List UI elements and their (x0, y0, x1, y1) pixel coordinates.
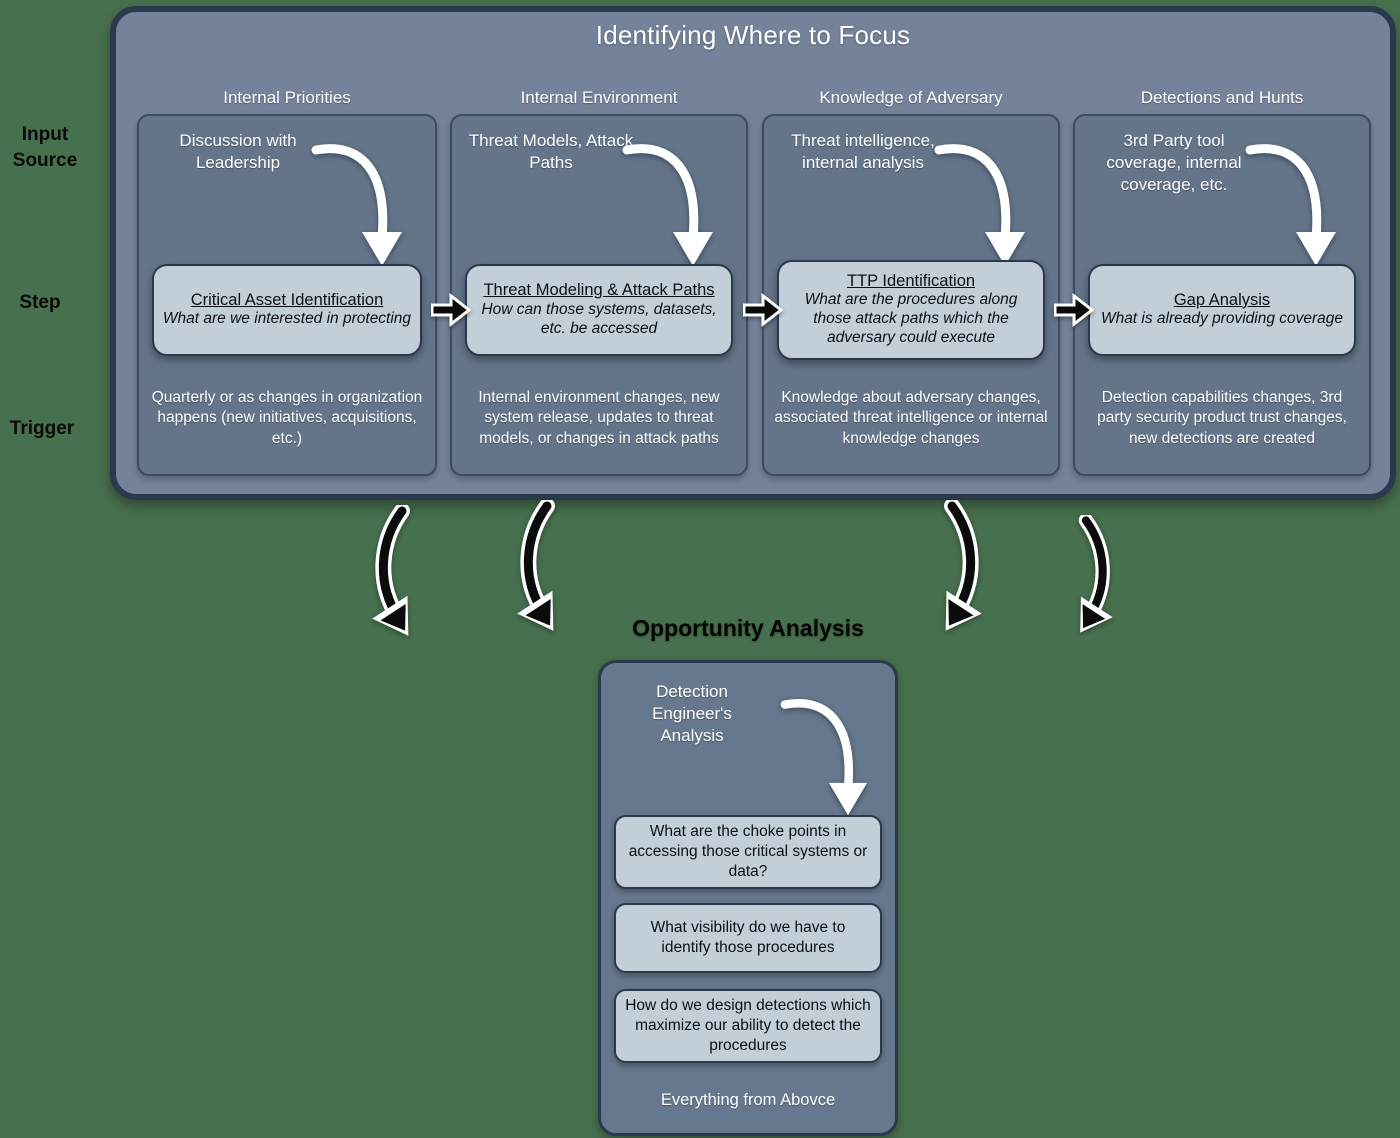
step-box: TTP Identification What are the procedur… (777, 260, 1045, 360)
input-source-text: Discussion with Leadership (179, 131, 297, 173)
column-header-detections-hunts: Detections and Hunts (1140, 88, 1304, 107)
analysis-source-text: Detection Engineer's Analysis (652, 682, 732, 746)
step-subtitle: What is already providing coverage (1100, 310, 1344, 328)
input-source-text: Threat intelligence, internal analysis (791, 131, 935, 173)
step-subtitle: How can those systems, datasets, etc. be… (481, 300, 717, 337)
step-box: Critical Asset Identification What are w… (152, 264, 422, 356)
question-box-design-detections: How do we design detections which maximi… (614, 989, 882, 1063)
curved-arrow-black-icon (517, 500, 555, 631)
input-source-text: Threat Models, Attack Paths (468, 131, 634, 173)
curved-arrow-black-icon (1078, 515, 1113, 633)
trigger-text: Knowledge about adversary changes, assoc… (774, 389, 1048, 447)
step-title: Threat Modeling & Attack Paths (483, 281, 715, 300)
column-card-detections-hunts: 3rd Party tool coverage, internal covera… (1073, 114, 1371, 476)
row-label-trigger: Trigger (9, 418, 75, 439)
curved-arrow-icon (311, 144, 402, 266)
panel-title: Identifying Where to Focus (595, 20, 911, 50)
straight-arrow-icon (743, 292, 783, 328)
column-card-internal-environment: Threat Models, Attack Paths Threat Model… (450, 114, 748, 476)
column-header-internal-priorities: Internal Priorities (223, 88, 351, 107)
column-header-knowledge-adversary: Knowledge of Adversary (819, 88, 1003, 107)
step-title: Critical Asset Identification (190, 290, 384, 309)
question-box-choke-points: What are the choke points in accessing t… (614, 815, 882, 889)
trigger-text: Quarterly or as changes in organization … (151, 389, 423, 447)
straight-arrow-icon (431, 292, 471, 328)
column-card-knowledge-adversary: Threat intelligence, internal analysis T… (762, 114, 1060, 476)
step-title: TTP Identification (846, 271, 976, 290)
step-title: Gap Analysis (1173, 290, 1271, 309)
question-box-visibility: What visibility do we have to identify t… (614, 903, 882, 973)
step-box: Threat Modeling & Attack Paths How can t… (465, 264, 733, 356)
step-subtitle: What are the procedures along those atta… (804, 291, 1018, 347)
curved-arrow-icon (622, 144, 713, 266)
straight-arrow-icon (1054, 292, 1094, 328)
step-subtitle: What are we interested in protecting (162, 310, 412, 328)
row-label-input-source: Input Source (12, 124, 78, 171)
curved-arrow-icon (780, 699, 868, 816)
opportunity-analysis-panel: Detection Engineer's Analysis What are t… (598, 660, 898, 1136)
curved-arrow-black-icon (944, 500, 982, 631)
curved-arrow-icon (1245, 144, 1336, 266)
column-card-internal-priorities: Discussion with Leadership Critical Asse… (137, 114, 437, 476)
row-label-step: Step (19, 292, 61, 313)
trigger-text: Internal environment changes, new system… (478, 389, 720, 447)
opportunity-footer-text: Everything from Abovce (660, 1091, 836, 1109)
curved-arrow-black-icon (372, 505, 410, 636)
column-header-internal-environment: Internal Environment (520, 88, 678, 107)
curved-arrow-icon (934, 144, 1025, 266)
opportunity-analysis-title: Opportunity Analysis (632, 615, 864, 641)
input-source-text: 3rd Party tool coverage, internal covera… (1106, 131, 1242, 195)
step-box: Gap Analysis What is already providing c… (1088, 264, 1356, 356)
trigger-text: Detection capabilities changes, 3rd part… (1097, 389, 1347, 447)
